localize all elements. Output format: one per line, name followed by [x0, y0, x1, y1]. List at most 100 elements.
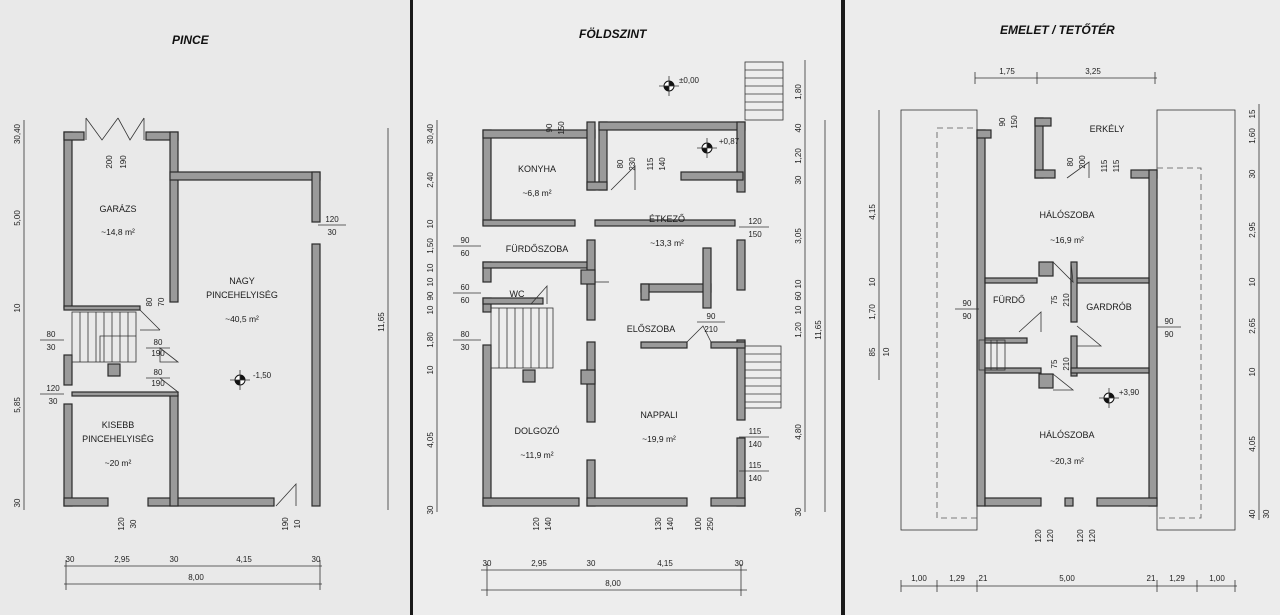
foldszint-plan: FÖLDSZINT	[426, 26, 826, 596]
svg-text:200: 200	[1078, 155, 1087, 169]
room-kisebb-area: ~20 m²	[105, 458, 132, 468]
wall	[640, 283, 650, 301]
svg-text:30: 30	[66, 555, 75, 564]
svg-text:120: 120	[46, 384, 60, 393]
bottom-dims: 30 2,95 30 4,15 30 8,00	[481, 559, 747, 596]
svg-text:140: 140	[748, 440, 762, 449]
svg-text:230: 230	[628, 157, 637, 171]
room-furdo: FÜRDŐ	[993, 295, 1025, 305]
svg-text:200: 200	[105, 155, 114, 169]
wall	[1064, 497, 1074, 507]
room-kisebb-1: KISEBB	[102, 420, 135, 430]
svg-text:60: 60	[461, 283, 470, 292]
svg-text:1,80: 1,80	[794, 84, 803, 100]
svg-text:11,65: 11,65	[814, 320, 823, 340]
svg-text:60: 60	[461, 296, 470, 305]
svg-text:4,05: 4,05	[1248, 436, 1257, 452]
svg-text:210: 210	[1062, 293, 1071, 307]
room-etkezo: ÉTKEZŐ	[649, 214, 685, 224]
wall	[63, 305, 141, 311]
wall	[169, 394, 179, 507]
pince-plan: PINCE	[13, 33, 389, 590]
svg-text:10: 10	[426, 365, 435, 374]
svg-text:10: 10	[293, 519, 302, 528]
sheet-emelet: EMELET / TETŐTÉR	[845, 0, 1280, 615]
svg-text:130: 130	[654, 517, 663, 531]
wall	[1034, 117, 1044, 179]
svg-text:1,50: 1,50	[426, 238, 435, 254]
svg-text:30: 30	[587, 559, 596, 568]
foldszint-title: FÖLDSZINT	[579, 26, 648, 41]
right-vertical-dims: 1,80 40 1,20 30 3,05 10 60 10 1,20 4,80 …	[794, 60, 826, 516]
svg-text:120: 120	[1034, 529, 1043, 543]
door-dims: 90 150 80 200 115 115 75 210 75 210 90 9…	[955, 115, 1181, 543]
svg-text:30: 30	[1248, 169, 1257, 178]
svg-text:1,70: 1,70	[868, 304, 877, 320]
door-swing	[1066, 161, 1090, 179]
svg-text:5,85: 5,85	[13, 397, 22, 413]
wall	[586, 181, 608, 191]
svg-text:190: 190	[151, 349, 165, 358]
wall	[1070, 367, 1150, 374]
svg-text:120: 120	[1046, 529, 1055, 543]
svg-text:120: 120	[1088, 529, 1097, 543]
svg-text:10: 10	[13, 303, 22, 312]
svg-text:8,00: 8,00	[605, 579, 621, 588]
svg-text:90: 90	[545, 123, 554, 132]
room-furdoszoba: FÜRDŐSZOBA	[506, 244, 569, 254]
svg-text:5,00: 5,00	[1059, 574, 1075, 583]
wall	[63, 131, 85, 141]
roof-dashed-left	[936, 127, 978, 519]
wall	[311, 171, 321, 223]
wall	[984, 277, 1038, 284]
room-nagy-1: NAGY	[229, 276, 255, 286]
room-etkezo-area: ~13,3 m²	[650, 238, 684, 248]
inner-stair	[490, 307, 554, 369]
svg-text:10: 10	[1248, 277, 1257, 286]
svg-text:150: 150	[557, 121, 566, 135]
door-swing	[1018, 311, 1042, 333]
svg-text:75: 75	[1050, 295, 1059, 304]
wall	[482, 297, 544, 305]
door-swing	[275, 482, 297, 507]
wall	[1070, 277, 1150, 284]
wall	[736, 339, 746, 421]
svg-text:2,95: 2,95	[1248, 222, 1257, 238]
right-vertical-dims: 15 1,60 30 2,95 10 2,65 10 4,05 40 30	[1248, 104, 1271, 520]
svg-text:1,80: 1,80	[426, 332, 435, 348]
wall	[147, 497, 275, 507]
room-nappali: NAPPALI	[640, 410, 677, 420]
svg-text:70: 70	[157, 297, 166, 306]
svg-text:30: 30	[735, 559, 744, 568]
svg-text:80: 80	[145, 297, 154, 306]
room-wc: WC	[510, 289, 525, 299]
room-garazs-area: ~14,8 m²	[101, 227, 135, 237]
wall	[522, 369, 536, 383]
svg-text:40: 40	[1248, 509, 1257, 518]
svg-text:120: 120	[1076, 529, 1085, 543]
sheet-pince: PINCE	[0, 0, 410, 615]
svg-text:10: 10	[426, 263, 435, 272]
wall	[984, 497, 1042, 507]
svg-text:2,65: 2,65	[1248, 318, 1257, 334]
wall	[710, 341, 746, 349]
bottom-dims: 1,00 1,29 21 5,00 21 1,29 1,00	[900, 574, 1237, 592]
svg-text:115: 115	[646, 157, 655, 170]
wall	[311, 243, 321, 507]
svg-text:4,15: 4,15	[657, 559, 673, 568]
door-swing	[1052, 261, 1074, 284]
svg-text:30: 30	[483, 559, 492, 568]
room-dolgozo-area: ~11,9 m²	[520, 450, 553, 460]
door-dims: 90 150 80 230 115 140 120 150 90 60 60 6…	[453, 121, 769, 531]
svg-text:85: 85	[868, 347, 877, 356]
wall	[736, 437, 746, 507]
svg-text:60: 60	[794, 291, 803, 300]
wall	[482, 261, 594, 269]
svg-text:30: 30	[794, 507, 803, 516]
room-halo2-area: ~20,3 m²	[1050, 456, 1084, 466]
door-swing	[159, 347, 180, 363]
left-vertical-dims: 4,15 10 1,70 85 10	[868, 110, 891, 380]
svg-text:90: 90	[707, 312, 716, 321]
svg-text:1,29: 1,29	[1169, 574, 1185, 583]
